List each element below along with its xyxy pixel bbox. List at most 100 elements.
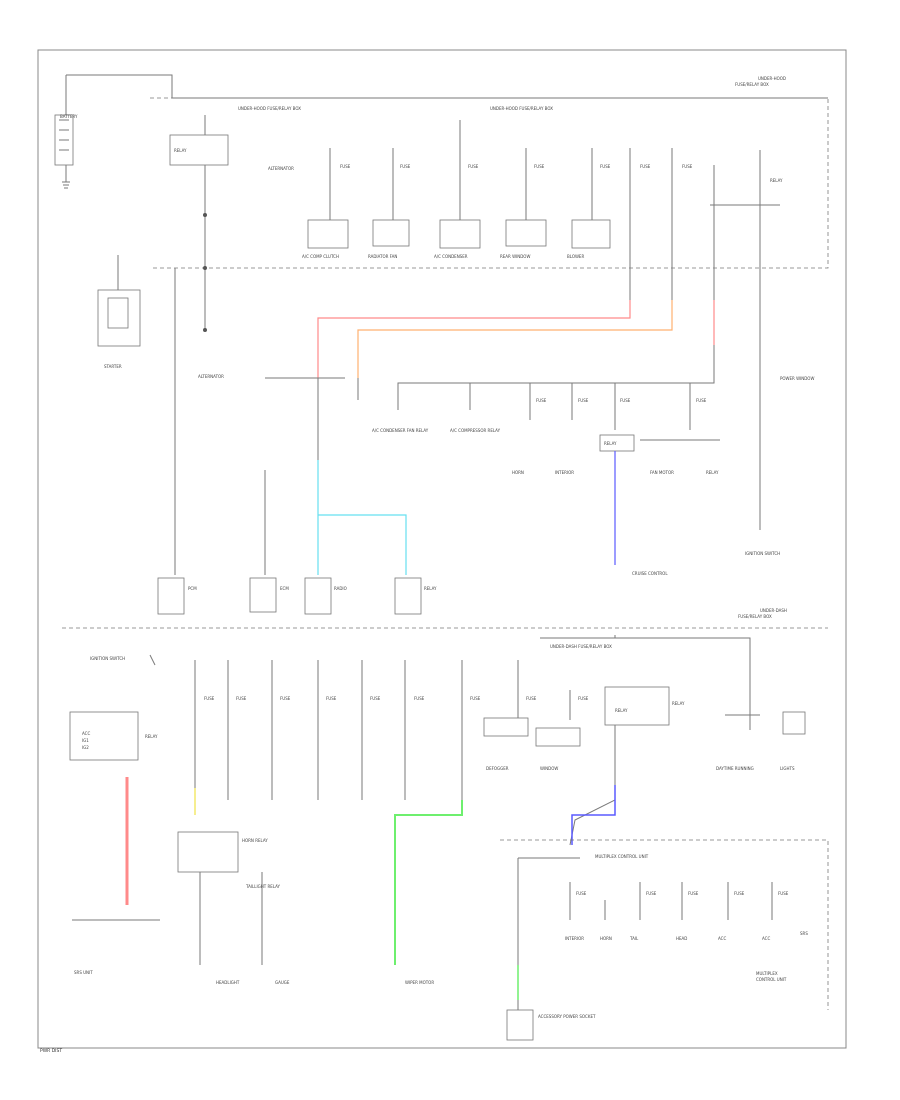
under-hood-box-label: UNDER-HOOD — [758, 76, 786, 81]
svg-text:FUSE: FUSE — [326, 696, 337, 701]
svg-text:IGNITION SWITCH: IGNITION SWITCH — [90, 656, 125, 661]
svg-text:ALTERNATOR: ALTERNATOR — [268, 166, 294, 171]
svg-text:PCM: PCM — [188, 586, 197, 591]
under-hood-box-label-2: FUSE/RELAY BOX — [735, 82, 769, 87]
under-dash-fuse-columns: FUSE FUSE FUSE FUSE FUSE FUSE FUSE FUSE … — [194, 660, 589, 800]
svg-text:UNDER-HOOD FUSE/RELAY BOX: UNDER-HOOD FUSE/RELAY BOX — [490, 106, 553, 111]
svg-text:UNDER-DASH FUSE/RELAY BOX: UNDER-DASH FUSE/RELAY BOX — [550, 644, 612, 649]
svg-text:CRUISE CONTROL: CRUISE CONTROL — [632, 571, 668, 576]
under-hood-fuse-box-frame — [150, 97, 829, 269]
svg-text:FUSE: FUSE — [536, 398, 547, 403]
svg-text:UNDER-DASH: UNDER-DASH — [760, 608, 787, 613]
cyan-wire — [317, 460, 407, 575]
svg-text:MULTIPLEX CONTROL UNIT: MULTIPLEX CONTROL UNIT — [595, 854, 649, 859]
svg-text:FUSE: FUSE — [620, 398, 631, 403]
svg-text:A/C CONDENSER FAN RELAY: A/C CONDENSER FAN RELAY — [372, 428, 429, 433]
under-dash-relay — [604, 686, 670, 726]
svg-text:FUSE: FUSE — [414, 696, 425, 701]
svg-text:ACC: ACC — [82, 731, 90, 736]
svg-text:RELAY: RELAY — [424, 586, 437, 591]
svg-text:MULTIPLEX: MULTIPLEX — [756, 971, 778, 976]
svg-text:FUSE: FUSE — [640, 164, 651, 169]
alternator-label: ALTERNATOR — [198, 374, 224, 379]
svg-text:INTERIOR: INTERIOR — [555, 470, 574, 475]
svg-text:FUSE/RELAY BOX: FUSE/RELAY BOX — [738, 614, 772, 619]
svg-text:FUSE: FUSE — [778, 891, 789, 896]
svg-text:A/C CONDENSER: A/C CONDENSER — [434, 254, 468, 259]
svg-text:TAIL: TAIL — [629, 936, 639, 941]
svg-text:FUSE: FUSE — [682, 164, 693, 169]
svg-text:FUSE: FUSE — [204, 696, 215, 701]
svg-text:FUSE: FUSE — [600, 164, 611, 169]
svg-text:HEAD: HEAD — [676, 936, 687, 941]
svg-text:HORN: HORN — [512, 470, 524, 475]
svg-text:ECM: ECM — [280, 586, 289, 591]
svg-text:WIPER MOTOR: WIPER MOTOR — [405, 980, 434, 985]
svg-text:FUSE: FUSE — [578, 398, 589, 403]
svg-text:TAILLIGHT RELAY: TAILLIGHT RELAY — [245, 884, 281, 889]
svg-text:INTERIOR: INTERIOR — [565, 936, 584, 941]
svg-text:FUSE: FUSE — [236, 696, 247, 701]
svg-text:FUSE: FUSE — [696, 398, 707, 403]
svg-text:FUSE: FUSE — [578, 696, 589, 701]
battery-circuit: BATTERY — [54, 74, 828, 189]
main-relay — [169, 134, 229, 166]
starter: STARTER — [97, 255, 141, 369]
svg-text:IG2: IG2 — [82, 745, 89, 750]
dash-relay-row: A/C CONDENSER FAN RELAY A/C COMPRESSOR R… — [372, 383, 720, 475]
svg-text:LIGHTS: LIGHTS — [780, 766, 795, 771]
svg-text:ACCESSORY POWER SOCKET: ACCESSORY POWER SOCKET — [538, 1014, 596, 1019]
svg-text:FUSE: FUSE — [280, 696, 291, 701]
svg-text:FUSE: FUSE — [470, 696, 481, 701]
svg-text:WINDOW: WINDOW — [540, 766, 558, 771]
svg-text:RELAY: RELAY — [145, 734, 158, 739]
svg-text:FUSE: FUSE — [400, 164, 411, 169]
svg-text:FUSE: FUSE — [370, 696, 381, 701]
svg-text:CONTROL UNIT: CONTROL UNIT — [756, 977, 787, 982]
svg-text:FUSE: FUSE — [526, 696, 537, 701]
svg-text:FUSE: FUSE — [468, 164, 479, 169]
svg-text:HORN: HORN — [600, 936, 612, 941]
orange-wire-top — [357, 300, 673, 378]
main-relay-label: RELAY — [174, 148, 187, 153]
svg-text:POWER WINDOW: POWER WINDOW — [780, 376, 814, 381]
svg-text:FUSE: FUSE — [576, 891, 587, 896]
svg-text:SRS UNIT: SRS UNIT — [74, 970, 93, 975]
svg-text:ACC: ACC — [762, 936, 770, 941]
svg-text:REAR WINDOW: REAR WINDOW — [500, 254, 530, 259]
svg-text:ACC: ACC — [718, 936, 726, 941]
svg-text:HEADLIGHT: HEADLIGHT — [216, 980, 240, 985]
red-wire-top — [317, 300, 631, 378]
svg-text:RELAY: RELAY — [672, 701, 685, 706]
svg-text:FUSE: FUSE — [340, 164, 351, 169]
svg-text:RELAY: RELAY — [770, 178, 783, 183]
svg-text:FUSE: FUSE — [646, 891, 657, 896]
accessory-power-socket — [506, 1009, 534, 1041]
mid-components: PCM ECM RADIO RELAY — [157, 577, 437, 615]
svg-text:UNDER-HOOD FUSE/RELAY BOX: UNDER-HOOD FUSE/RELAY BOX — [238, 106, 301, 111]
svg-text:RADIO: RADIO — [334, 586, 347, 591]
svg-text:DAYTIME RUNNING: DAYTIME RUNNING — [716, 766, 754, 771]
svg-text:FAN MOTOR: FAN MOTOR — [650, 470, 674, 475]
svg-text:RELAY: RELAY — [604, 441, 617, 446]
svg-text:FUSE: FUSE — [688, 891, 699, 896]
svg-text:A/C COMP CLUTCH: A/C COMP CLUTCH — [302, 254, 339, 259]
corner-label: PWR DIST — [40, 1048, 62, 1054]
battery-label: BATTERY — [60, 114, 78, 119]
svg-text:RELAY: RELAY — [615, 708, 628, 713]
svg-text:SRS: SRS — [800, 931, 808, 936]
svg-text:FUSE: FUSE — [734, 891, 745, 896]
svg-text:BLOWER: BLOWER — [567, 254, 584, 259]
svg-text:GAUGE: GAUGE — [275, 980, 290, 985]
svg-text:IG1: IG1 — [82, 738, 89, 743]
under-hood-fuse-row: A/C COMP CLUTCH RADIATOR FAN A/C CONDENS… — [302, 120, 780, 300]
svg-text:RELAY: RELAY — [706, 470, 719, 475]
blue-wire-bottom — [571, 785, 616, 845]
multiplex-fuses: FUSE INTERIOR FUSE FUSE FUSE FUSE HORN T… — [565, 882, 808, 941]
svg-text:DEFOGGER: DEFOGGER — [486, 766, 509, 771]
svg-text:RADIATOR FAN: RADIATOR FAN — [368, 254, 397, 259]
diagram-border — [37, 49, 847, 1049]
multiplex-control-unit-frame — [500, 839, 829, 1010]
svg-text:A/C COMPRESSOR RELAY: A/C COMPRESSOR RELAY — [450, 428, 501, 433]
